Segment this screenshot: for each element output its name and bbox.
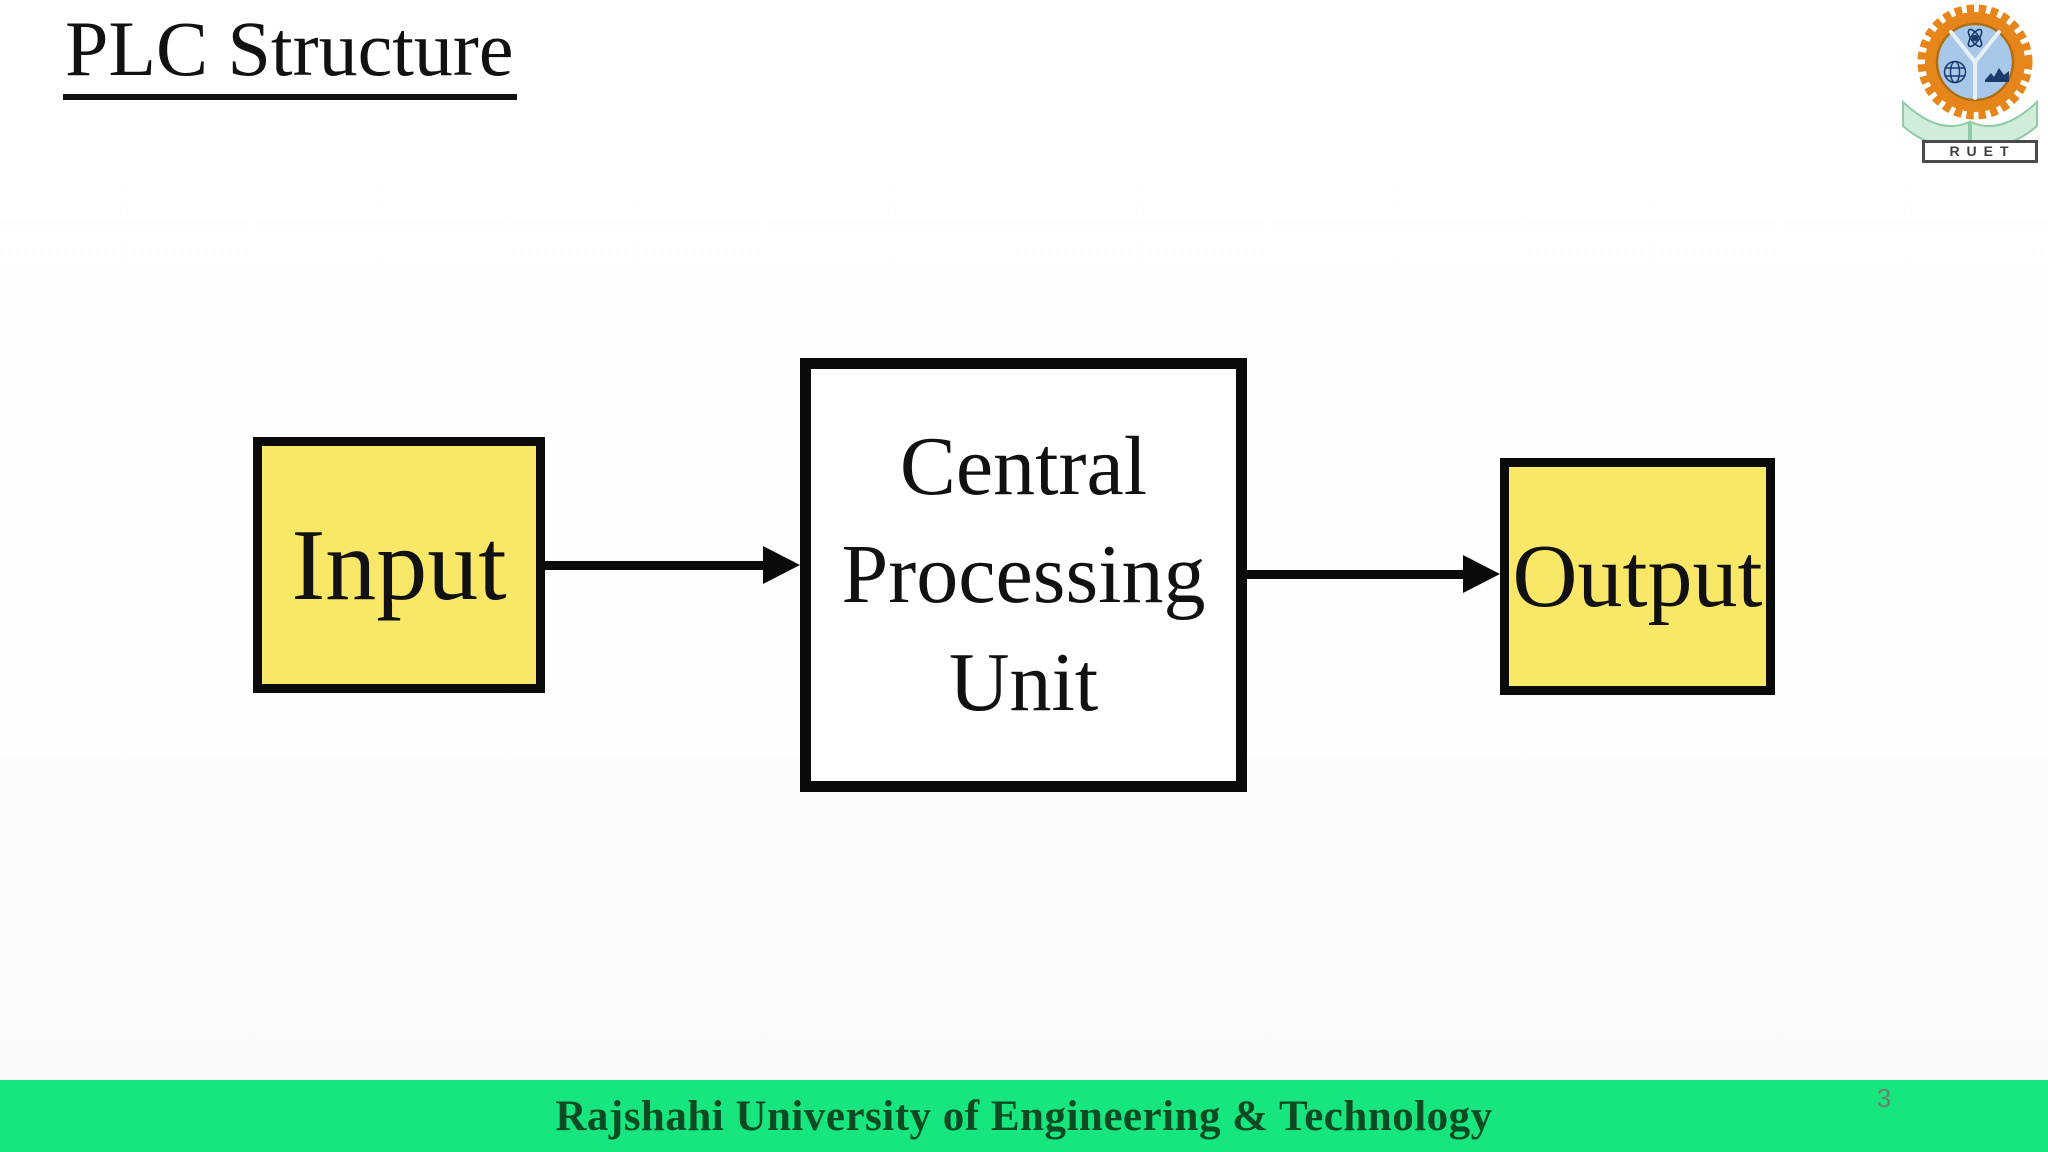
slide-title: PLC Structure [63,6,518,100]
arrow-input-to-cpu-line [545,561,773,570]
arrow-input-to-cpu-head-icon [763,546,800,584]
output-label: Output [1512,527,1763,626]
industry-icon [1985,68,2009,82]
output-box: Output [1500,458,1775,695]
cpu-label-line1: Central [899,420,1148,513]
ruet-label: RUET [1922,140,2038,163]
ruet-logo-emblem [1902,4,2038,147]
gear-icon [1917,4,2033,120]
arrow-cpu-to-output-head-icon [1463,555,1500,593]
cpu-box: Central Processing Unit [800,358,1247,792]
input-box: Input [253,437,545,693]
cpu-label-line2: Processing [841,528,1206,621]
cpu-label: Central Processing Unit [842,413,1206,737]
footer-text: Rajshahi University of Engineering & Tec… [555,1093,1493,1140]
cpu-label-line3: Unit [948,636,1099,729]
ruet-logo: RUET [1895,2,2045,166]
arrow-cpu-to-output-line [1247,570,1471,579]
page-number: 3 [1876,1083,1892,1113]
atom-icon [1967,28,1983,48]
footer-bar: Rajshahi University of Engineering & Tec… [0,1080,2048,1152]
input-label: Input [291,508,507,622]
globe-icon [1943,60,1967,84]
